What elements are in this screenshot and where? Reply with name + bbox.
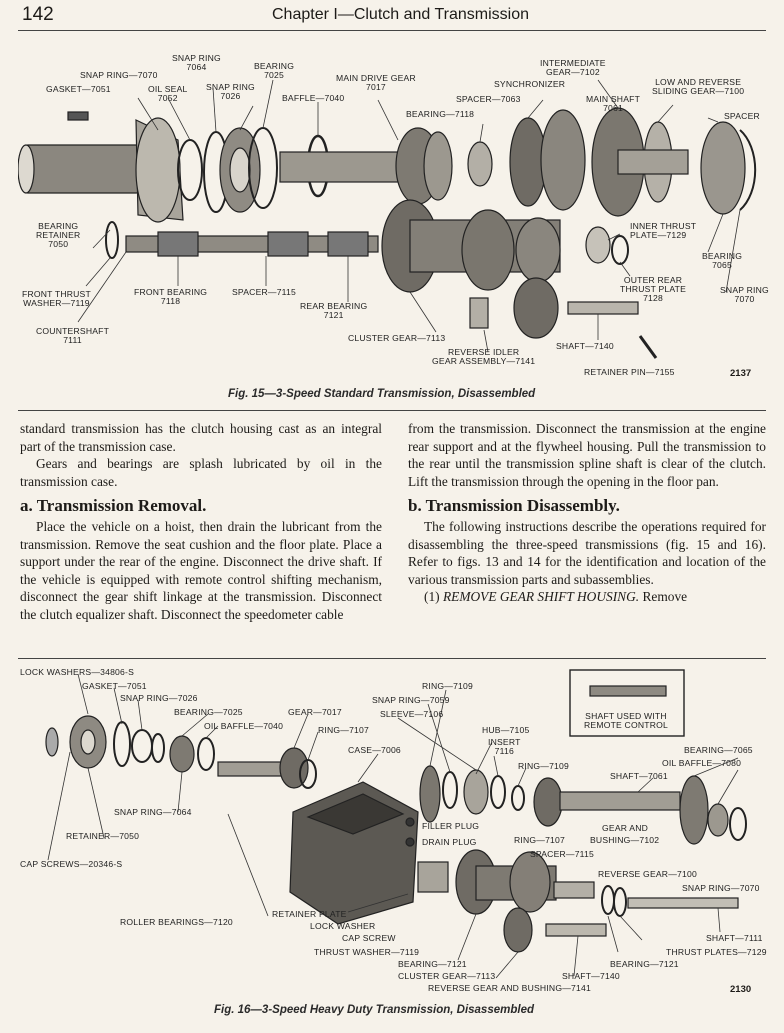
fig16-exploded-drawing [45, 669, 747, 979]
section-rule [18, 658, 766, 659]
fig16-label: RING—7109 [422, 681, 473, 691]
paragraph: (1) REMOVE GEAR SHIFT HOUSING. Remove [408, 588, 766, 606]
fig15-label: BAFFLE—7040 [282, 93, 345, 103]
paragraph: standard transmission has the clutch hou… [20, 421, 382, 454]
header-rule [18, 30, 766, 31]
fig15-label: SNAP RING 7064 [172, 53, 221, 72]
fig15-label: SYNCHRONIZER [494, 79, 566, 89]
fig15-label: COUNTERSHAFT 7111 [36, 326, 110, 345]
fig15-label: FRONT BEARING 7118 [134, 287, 208, 306]
fig15-label: FRONT THRUST WASHER—7119 [22, 289, 91, 308]
fig16-label: SHAFT—7140 [562, 971, 620, 981]
fig15-label: INNER THRUST PLATE—7129 [630, 221, 697, 240]
chapter-title: Chapter I—Clutch and Transmission [272, 6, 529, 23]
fig16-label: RING—7107 [514, 835, 565, 845]
step-number: (1) [424, 589, 440, 605]
fig16-label: SHAFT—7061 [610, 771, 668, 781]
fig16-label: CAP SCREW [342, 933, 396, 943]
fig16-label: SHAFT—7111 [706, 933, 763, 943]
fig16-label: FILLER PLUG [422, 821, 480, 831]
fig15-label: CLUSTER GEAR—7113 [348, 333, 446, 343]
step-text: Remove [642, 589, 688, 605]
fig16-label: CLUSTER GEAR—7113 [398, 971, 496, 981]
fig15-label: LOW AND REVERSE SLIDING GEAR—7100 [652, 77, 745, 96]
fig16-label: REVERSE GEAR—7100 [598, 869, 697, 879]
fig16-label: SNAP RING—7064 [114, 807, 192, 817]
fig15-label: SNAP RING—7070 [80, 70, 158, 80]
fig16-label: SPACER—7115 [530, 849, 594, 859]
fig15-label: REAR BEARING 7121 [300, 301, 368, 320]
fig16-label: RETAINER—7050 [66, 831, 140, 841]
fig16-label: DRAIN PLUG [422, 837, 477, 847]
fig16-label: INSERT 7116 [488, 737, 521, 756]
fig15-label: SPACER—7115 [232, 287, 296, 297]
fig15-label: SPACER—7063 [456, 94, 521, 104]
text-column-right: from the transmission. Disconnect the tr… [408, 420, 766, 606]
fig15-label: BEARING—7118 [406, 109, 475, 119]
fig16-label: BUSHING—7102 [590, 835, 660, 845]
figure-number: 2130 [730, 984, 752, 995]
fig16-label: BEARING—7121 [398, 959, 467, 969]
figure-16: SHAFT USED WITH REMOTE CONTROL LOCK WASH… [18, 662, 770, 1028]
fig16-label: RETAINER PLATE [272, 909, 347, 919]
fig15-label: RETAINER PIN—7155 [584, 367, 675, 377]
fig15-label: MAIN DRIVE GEAR 7017 [336, 73, 416, 92]
fig15-label: OIL SEAL 7052 [148, 84, 188, 103]
paragraph: Gears and bearings are splash lubricated… [20, 456, 382, 489]
fig16-label: GEAR AND [602, 823, 649, 833]
fig16-label: RING—7107 [318, 725, 369, 735]
fig16-label: HUB—7105 [482, 725, 530, 735]
fig16-label: SLEEVE—7106 [380, 709, 444, 719]
fig16-label: SNAP RING—7059 [372, 695, 450, 705]
fig15-label: SNAP RING 7026 [206, 82, 255, 101]
fig16-label: OIL BAFFLE—7080 [662, 758, 742, 768]
paragraph: Place the vehicle on a hoist, then drain… [20, 518, 382, 622]
section-rule [18, 410, 766, 411]
fig15-label: INTERMEDIATE GEAR—7102 [540, 58, 606, 77]
fig16-label: CASE—7006 [348, 745, 401, 755]
section-heading: b. Transmission Disassembly. [408, 496, 620, 516]
fig16-label: CAP SCREWS—20346-S [20, 859, 123, 869]
fig16-label: ROLLER BEARINGS—7120 [120, 917, 233, 927]
fig16-label: OIL BAFFLE—7040 [204, 721, 284, 731]
step-title: REMOVE GEAR SHIFT HOUSING. [442, 589, 640, 605]
fig15-label: SHAFT—7140 [556, 341, 614, 351]
fig15-label: GASKET—7051 [46, 84, 111, 94]
fig16-label: RING—7109 [518, 761, 569, 771]
fig16-label: LOCK WASHERS—34806-S [20, 667, 135, 677]
section-heading: a. Transmission Removal. [20, 496, 207, 516]
fig15-label: SPACER [724, 111, 760, 121]
figure-15: SNAP RING 7064 BEARING 7025 SNAP RING—70… [18, 40, 769, 410]
fig16-label: GEAR—7017 [288, 707, 342, 717]
paragraph: from the transmission. Disconnect the tr… [408, 421, 766, 489]
figure-caption: Fig. 16—3-Speed Heavy Duty Transmission,… [214, 1004, 534, 1016]
page-number: 142 [22, 4, 54, 25]
text-column-left: standard transmission has the clutch hou… [20, 420, 382, 624]
fig15-label: OUTER REAR THRUST PLATE 7128 [620, 275, 687, 303]
figure-caption: Fig. 15—3-Speed Standard Transmission, D… [228, 388, 536, 400]
fig15-label: SNAP RING 7070 [720, 285, 769, 304]
paragraph: The following instructions describe the … [408, 518, 766, 587]
fig16-label: THRUST PLATES—7129 [666, 947, 767, 957]
fig16-label: THRUST WASHER—7119 [314, 947, 420, 957]
fig16-label: BEARING—7065 [684, 745, 753, 755]
fig16-label: BEARING—7121 [610, 959, 679, 969]
inset-label: SHAFT USED WITH REMOTE CONTROL [584, 711, 668, 730]
fig16-label: LOCK WASHER [310, 921, 376, 931]
fig16-label: REVERSE GEAR AND BUSHING—7141 [428, 983, 591, 993]
fig15-label: MAIN SHAFT 7061 [586, 94, 641, 113]
fig15-exploded-drawing [18, 79, 757, 359]
fig15-label: BEARING 7025 [254, 61, 295, 80]
fig16-label: SNAP RING—7070 [682, 883, 760, 893]
fig16-label: BEARING—7025 [174, 707, 243, 717]
fig15-label: BEARING 7065 [702, 251, 743, 270]
fig16-label: GASKET—7051 [82, 681, 147, 691]
fig15-label: REVERSE IDLER GEAR ASSEMBLY—7141 [432, 347, 536, 366]
figure-number: 2137 [730, 368, 752, 379]
fig16-label: SNAP RING—7026 [120, 693, 198, 703]
fig15-label: BEARING RETAINER 7050 [36, 221, 81, 249]
